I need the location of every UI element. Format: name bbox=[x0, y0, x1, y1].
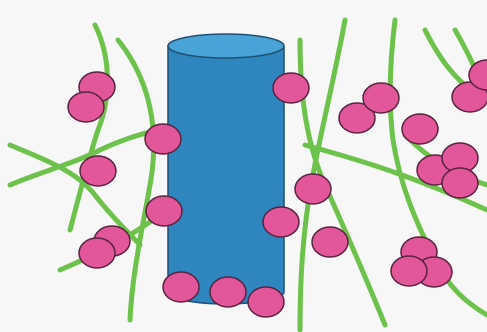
particle-22 bbox=[391, 256, 427, 286]
particle-24 bbox=[210, 277, 246, 307]
particle-7 bbox=[79, 238, 115, 268]
particle-5 bbox=[146, 196, 182, 226]
particle-19 bbox=[312, 227, 348, 257]
particle-18 bbox=[263, 207, 299, 237]
particle-8 bbox=[273, 73, 309, 103]
cylinder-top bbox=[168, 34, 284, 58]
particle-11 bbox=[402, 114, 438, 144]
cylinder-body bbox=[168, 46, 284, 304]
particle-14 bbox=[295, 174, 331, 204]
particle-25 bbox=[248, 287, 284, 317]
particle-10 bbox=[363, 83, 399, 113]
particle-4 bbox=[80, 156, 116, 186]
particle-23 bbox=[163, 272, 199, 302]
particle-2 bbox=[68, 92, 104, 122]
particle-3 bbox=[145, 124, 181, 154]
particle-17 bbox=[442, 168, 478, 198]
